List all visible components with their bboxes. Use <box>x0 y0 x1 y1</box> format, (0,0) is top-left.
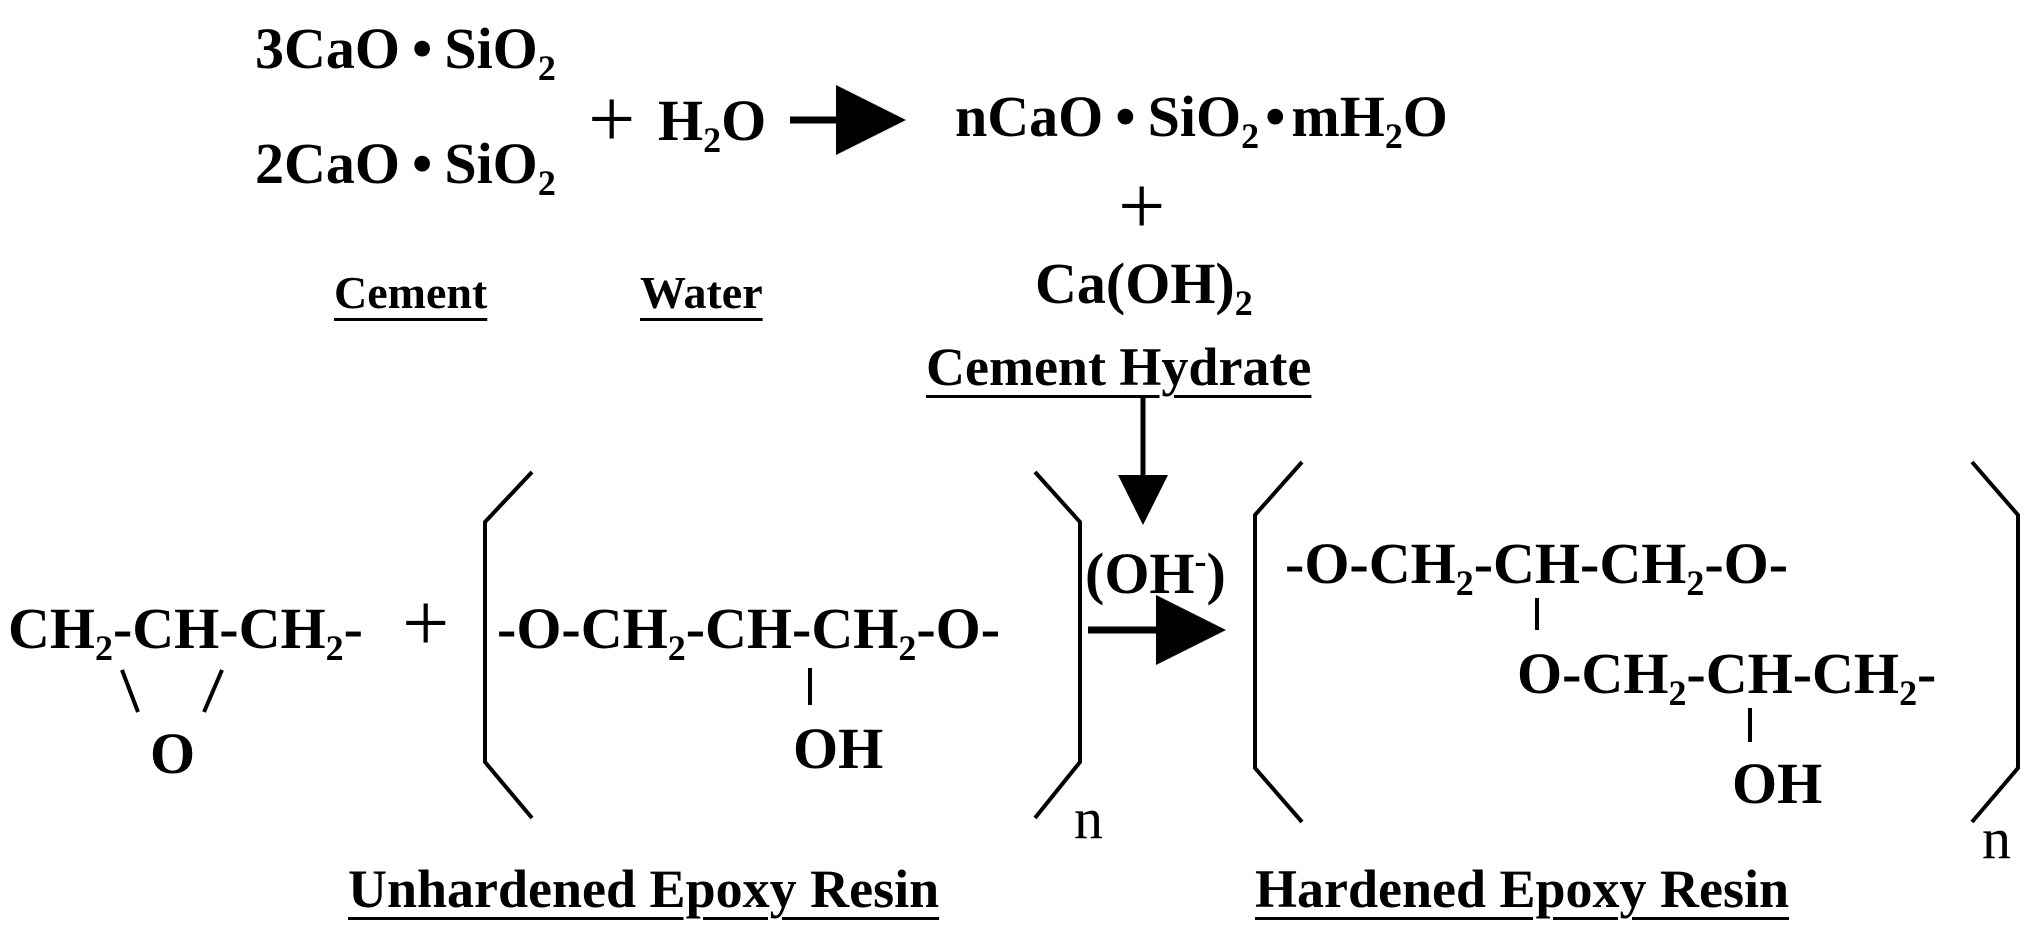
hardened-top-chain: -O-CH2-CH-CH2-O- <box>1285 531 1789 603</box>
unhardened-repeat-n: n <box>1074 786 1103 851</box>
unhardened-right-bracket <box>1033 470 1082 820</box>
plus-sign-3: + <box>402 577 450 670</box>
water-formula: H2O <box>658 88 767 160</box>
plus-sign-2: + <box>1118 160 1166 253</box>
label-unhardened-epoxy: Unhardened Epoxy Resin <box>348 859 940 919</box>
reactant-2cao-sio2: 2CaO•SiO2 <box>255 131 556 203</box>
hardened-repeat-n: n <box>1982 806 2011 871</box>
unhardened-repeat-unit: -O-CH2-CH-CH2-O- <box>497 596 1001 668</box>
hardened-right-bracket <box>1970 460 2020 824</box>
label-cement: Cement <box>334 267 488 318</box>
label-water: Water <box>640 267 763 318</box>
hardened-left-bracket <box>1253 460 1304 824</box>
hardened-crosslink-chain: O-CH2-CH-CH2- <box>1517 641 1937 713</box>
product-calcium-silicate-hydrate: nCaO•SiO2•mH2O <box>955 84 1448 156</box>
reactant-3cao-sio2: 3CaO•SiO2 <box>255 16 556 88</box>
epoxide-monomer: CH2-CH-CH2- <box>8 596 363 668</box>
epoxide-bond-left <box>120 669 140 713</box>
epoxide-bond-right <box>202 669 224 713</box>
label-cement-hydrate: Cement Hydrate <box>926 337 1312 397</box>
unhardened-left-bracket <box>483 470 534 820</box>
catalyst-hydroxide: (OH-) <box>1085 541 1226 606</box>
hardened-hydroxyl: OH <box>1732 751 1823 816</box>
label-hardened-epoxy: Hardened Epoxy Resin <box>1255 859 1790 919</box>
unhardened-hydroxyl: OH <box>793 716 884 781</box>
epoxide-oxygen: O <box>150 721 196 786</box>
product-calcium-hydroxide: Ca(OH)2 <box>1035 251 1253 323</box>
plus-sign-1: + <box>588 73 636 166</box>
